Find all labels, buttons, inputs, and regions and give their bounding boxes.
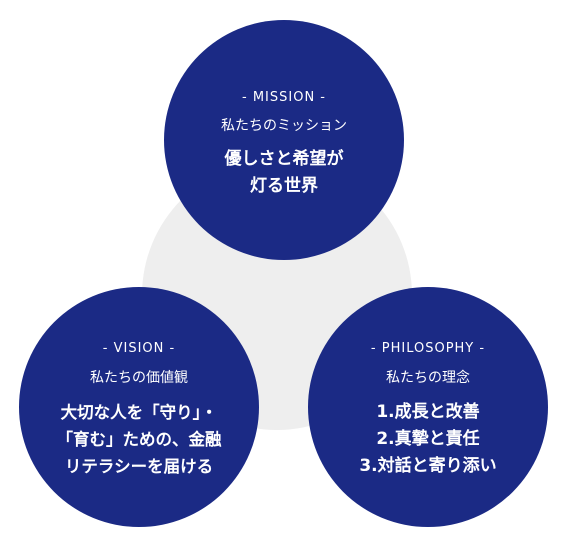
vision-line: 大切な人を「守り」・ bbox=[60, 403, 218, 422]
mission-line: 優しさと希望が bbox=[224, 149, 344, 169]
vision-line: 「育む」ための、金融 bbox=[56, 430, 222, 449]
philosophy-line: 3.対話と寄り添い bbox=[359, 456, 497, 476]
vision-line: リテラシーを届ける bbox=[64, 457, 214, 476]
mission-line: 灯る世界 bbox=[250, 176, 318, 196]
philosophy-circle: - PHILOSOPHY - 私たちの理念 1.成長と改善 2.真摯と責任 3.… bbox=[308, 287, 548, 527]
mission-subtitle: 私たちのミッション bbox=[221, 118, 347, 134]
mission-label: - MISSION - bbox=[242, 90, 326, 105]
vision-label: - VISION - bbox=[102, 341, 176, 356]
philosophy-label: - PHILOSOPHY - bbox=[370, 341, 486, 356]
vision-circle: - VISION - 私たちの価値観 大切な人を「守り」・ 「育む」ための、金融… bbox=[19, 287, 259, 527]
philosophy-line: 2.真摯と責任 bbox=[376, 429, 480, 449]
mission-circle: - MISSION - 私たちのミッション 優しさと希望が 灯る世界 bbox=[164, 20, 404, 260]
mission-statement: 優しさと希望が 灯る世界 bbox=[164, 146, 404, 200]
vision-subtitle: 私たちの価値観 bbox=[90, 370, 188, 386]
philosophy-line: 1.成長と改善 bbox=[376, 402, 480, 422]
philosophy-statement: 1.成長と改善 2.真摯と責任 3.対話と寄り添い bbox=[308, 399, 548, 480]
vision-statement: 大切な人を「守り」・ 「育む」ための、金融 リテラシーを届ける bbox=[19, 399, 259, 480]
philosophy-subtitle: 私たちの理念 bbox=[386, 370, 470, 386]
